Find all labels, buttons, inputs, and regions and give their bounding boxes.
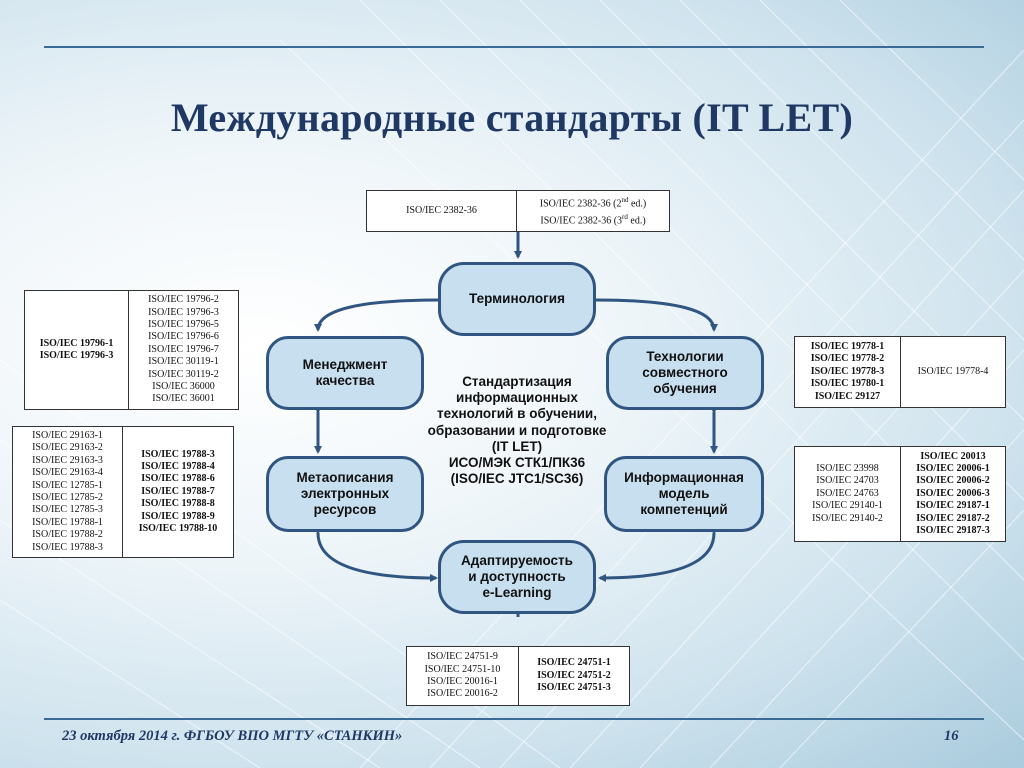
arrow-competency-adaptability	[598, 526, 719, 582]
arrow-metadata-adaptability	[313, 526, 438, 582]
standard-code: ISO/IEC 19780-1	[810, 378, 885, 390]
standard-code: ISO/IEC 29163-2	[32, 442, 103, 454]
standards-box-top: ISO/IEC 2382-36 ISO/IEC 2382-36 (2nd ed.…	[366, 190, 670, 232]
standard-code: ISO/IEC 24751-1	[537, 657, 611, 669]
standard-code: ISO/IEC 29163-1	[32, 429, 103, 441]
standard-code: ISO/IEC 12785-1	[32, 479, 103, 491]
standard-code: ISO/IEC 19796-2	[148, 294, 219, 306]
standard-code: ISO/IEC 2382-36	[406, 204, 477, 216]
standard-code: ISO/IEC 19788-10	[138, 523, 218, 535]
arrow-terminology-quality	[314, 295, 447, 332]
standard-code: ISO/IEC 20016-2	[427, 688, 498, 700]
standard-code: ISO/IEC 19796-3	[148, 306, 219, 318]
standard-code: ISO/IEC 29163-4	[32, 467, 103, 479]
bottom-rule	[44, 718, 984, 720]
standard-code: ISO/IEC 19778-3	[810, 365, 885, 377]
standard-code: ISO/IEC 2382-36 (3rd ed.)	[540, 213, 646, 227]
standard-code: ISO/IEC 29187-3	[916, 525, 990, 537]
standard-code: ISO/IEC 19778-4	[917, 365, 989, 377]
standard-code: ISO/IEC 20006-2	[916, 475, 990, 487]
node-quality-management: Менеджмент качества	[266, 336, 424, 410]
standard-code: ISO/IEC 20016-1	[427, 676, 498, 687]
standard-code: ISO/IEC 24751-3	[537, 682, 611, 694]
standards-col-right: ISO/IEC 19778-4	[900, 337, 1005, 407]
standard-code: ISO/IEC 24703	[816, 475, 879, 487]
node-adaptability: Адаптируемость и доступность e-Learning	[438, 540, 596, 614]
page-number: 16	[944, 728, 959, 744]
node-metadata: Метаописания электронных ресурсов	[266, 456, 424, 532]
arrow-terminology-collaborative	[589, 295, 718, 332]
standards-col-right: ISO/IEC 2382-36 (2nd ed.) ISO/IEC 2382-36…	[516, 191, 669, 231]
standard-code: ISO/IEC 24751-9	[427, 651, 498, 663]
standard-code: ISO/IEC 19788-8	[141, 498, 215, 510]
standard-code: ISO/IEC 23998	[816, 463, 879, 474]
standard-code: ISO/IEC 36000	[152, 381, 215, 393]
standard-code: ISO/IEC 19788-6	[141, 473, 215, 485]
standard-code: ISO/IEC 24751-10	[424, 663, 501, 675]
standard-code: ISO/IEC 19788-9	[141, 510, 215, 522]
standard-code: ISO/IEC 24751-2	[537, 669, 611, 681]
standard-code: ISO/IEC 19778-2	[810, 353, 885, 365]
standard-code: ISO/IEC 19788-3	[32, 541, 103, 553]
standard-code: ISO/IEC 19788-2	[32, 529, 103, 541]
slide-title: Международные стандарты (IT LET)	[170, 95, 854, 140]
standard-code: ISO/IEC 30119-1	[148, 356, 219, 368]
standard-code: ISO/IEC 2382-36 (2nd ed.)	[539, 196, 647, 210]
standard-code: ISO/IEC 30119-2	[148, 368, 219, 380]
node-competency-model: Информационная модель компетенций	[604, 456, 764, 532]
standard-code: ISO/IEC 19796-6	[148, 331, 219, 343]
standard-code: ISO/IEC 29163-3	[32, 454, 103, 466]
standard-code: ISO/IEC 20006-3	[916, 487, 990, 499]
standard-code: ISO/IEC 19788-3	[141, 448, 215, 460]
top-rule	[44, 46, 984, 48]
standard-code: ISO/IEC 19796-7	[148, 343, 219, 355]
standard-code: ISO/IEC 19796-1	[39, 337, 114, 349]
standard-code: ISO/IEC 12785-3	[32, 504, 103, 516]
standard-code: ISO/IEC 19788-7	[141, 485, 215, 497]
standard-code: ISO/IEC 29127	[814, 390, 881, 402]
standard-code: ISO/IEC 29140-2	[812, 512, 883, 524]
standard-code: ISO/IEC 19778-1	[810, 340, 885, 352]
standard-code: ISO/IEC 20006-1	[916, 462, 990, 474]
standard-code: ISO/IEC 19796-5	[148, 318, 219, 330]
standard-code: ISO/IEC 19788-1	[32, 516, 103, 528]
standard-code: ISO/IEC 36001	[152, 393, 215, 405]
standard-code: ISO/IEC 29140-1	[812, 500, 883, 512]
node-collaborative-learning: Технологии совместного обучения	[606, 336, 764, 410]
standard-code: ISO/IEC 19788-4	[141, 460, 215, 472]
center-description: Стандартизация информационных технологий…	[427, 374, 607, 487]
standard-code: ISO/IEC 29187-2	[916, 512, 990, 524]
standard-code: ISO/IEC 20013	[920, 450, 986, 462]
standard-code: ISO/IEC 24763	[816, 487, 879, 499]
node-terminology: Терминология	[438, 262, 596, 336]
standards-col-left: ISO/IEC 2382-36	[367, 191, 516, 231]
standard-code: ISO/IEC 29187-1	[916, 500, 990, 512]
standard-code: ISO/IEC 12785-2	[32, 492, 103, 503]
footer-text: 23 октября 2014 г. ФГБОУ ВПО МГТУ «СТАНК…	[62, 728, 403, 744]
standard-code: ISO/IEC 19796-3	[39, 350, 114, 361]
